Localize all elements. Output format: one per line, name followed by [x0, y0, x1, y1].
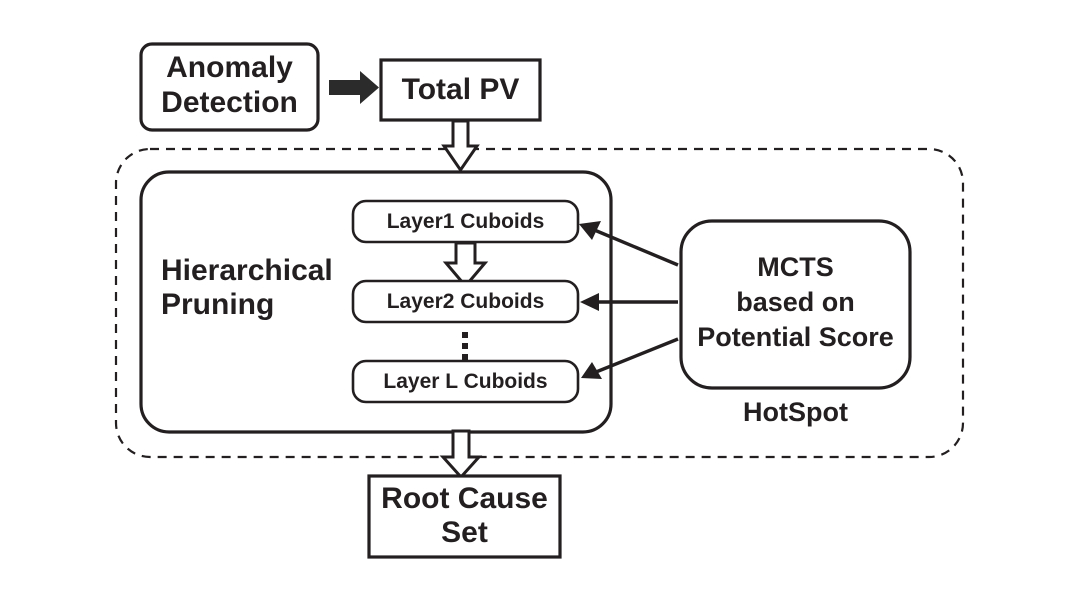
anomaly-detection-label-line2: Detection [161, 86, 298, 119]
mcts-box[interactable] [679, 219, 912, 390]
hotspot-dashed-container [114, 147, 965, 459]
total-pv-label: Total PV [402, 73, 520, 106]
mcts-label-line2: based on [736, 287, 855, 317]
arrow-mcts-to-layer2 [580, 293, 678, 311]
anomaly-detection-box[interactable] [139, 42, 320, 132]
vertical-ellipsis-icon [462, 332, 468, 360]
arrow-mcts-to-layerL [581, 337, 679, 379]
mcts-label-line1: MCTS [757, 252, 834, 282]
root-cause-set-box[interactable] [367, 474, 562, 559]
hierarchical-pruning-label-line2: Pruning [161, 288, 274, 321]
total-pv-box[interactable] [379, 58, 542, 122]
arrow-anomaly-to-totalpv [329, 71, 379, 104]
layer2-cuboids-box[interactable] [351, 279, 580, 324]
mcts-label-line3: Potential Score [697, 322, 894, 352]
anomaly-detection-label-line1: Anomaly [166, 51, 293, 84]
layer2-cuboids-label: Layer2 Cuboids [387, 290, 545, 313]
arrow-layer1-to-layer2 [442, 241, 489, 289]
layerL-cuboids-label: Layer L Cuboids [383, 370, 547, 393]
layerL-cuboids-box[interactable] [351, 359, 580, 404]
arrow-pruning-to-rootcause [439, 429, 483, 480]
root-cause-set-label-line2: Set [441, 516, 488, 549]
arrow-mcts-to-layer1 [579, 221, 679, 267]
hierarchical-pruning-label-line1: Hierarchical [161, 254, 333, 287]
root-cause-set-label-line1: Root Cause [381, 482, 548, 515]
layer1-cuboids-label: Layer1 Cuboids [387, 210, 545, 233]
arrow-totalpv-to-pruning [441, 119, 480, 173]
hotspot-label: HotSpot [743, 397, 848, 427]
